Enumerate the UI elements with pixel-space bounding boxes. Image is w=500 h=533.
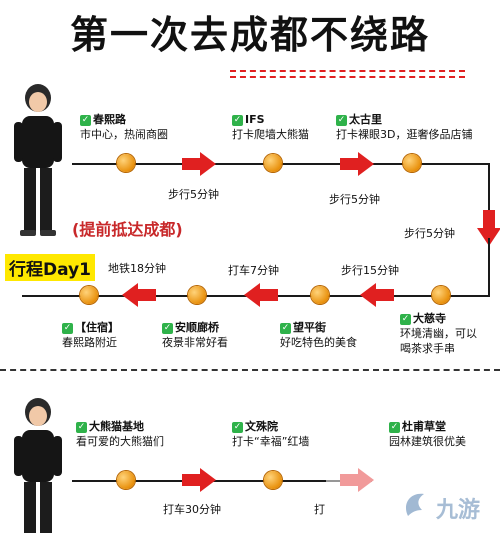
arrow-left-icon — [360, 283, 394, 307]
spot-anshun-bridge: ✓安顺廊桥 夜景非常好看 — [162, 321, 228, 349]
spot-daci-temple: ✓大慈寺 环境清幽，可以 喝茶求手串 — [400, 312, 477, 355]
step-label: 步行15分钟 — [341, 264, 399, 277]
title-underline-2 — [230, 76, 465, 78]
stop-dot — [117, 154, 135, 172]
step-label: 步行5分钟 — [168, 188, 219, 201]
stop-dot — [311, 286, 329, 304]
step-label: 打车30分钟 — [163, 503, 221, 516]
person-illustration — [14, 398, 62, 533]
step-label: 步行5分钟 — [404, 227, 455, 240]
arrow-right-icon — [182, 152, 216, 176]
step-label: 地铁18分钟 — [108, 262, 166, 275]
check-icon: ✓ — [62, 322, 73, 334]
arrow-left-icon — [244, 283, 278, 307]
person-illustration — [14, 84, 62, 236]
day-label: 行程Day1 — [5, 254, 95, 281]
arrow-left-icon — [122, 283, 156, 307]
check-icon: ✓ — [162, 322, 173, 334]
step-label: 打 — [314, 503, 325, 516]
stop-dot — [117, 471, 135, 489]
stop-dot — [403, 154, 421, 172]
stop-dot — [80, 286, 98, 304]
check-icon: ✓ — [80, 114, 91, 126]
route-connector — [488, 163, 490, 238]
stop-dot — [432, 286, 450, 304]
jiuyou-logo-icon — [405, 493, 424, 516]
spot-ifs: ✓IFS 打卡爬墙大熊猫 — [232, 113, 309, 141]
check-icon: ✓ — [336, 114, 347, 126]
arrow-right-icon — [182, 468, 216, 492]
check-icon: ✓ — [400, 313, 411, 325]
stop-dot — [264, 154, 282, 172]
spot-taikoo-li: ✓太古里 打卡裸眼3D，逛奢侈品店铺 — [336, 113, 473, 141]
step-label: 步行5分钟 — [329, 193, 380, 206]
watermark-text: 九游 — [436, 498, 481, 523]
page-title: 第一次去成都不绕路 — [69, 13, 430, 57]
spot-panda-base: ✓大熊猫基地 看可爱的大熊猫们 — [76, 420, 164, 448]
check-icon: ✓ — [232, 421, 243, 433]
stop-dot — [264, 471, 282, 489]
spot-lodging: ✓【住宿】 春熙路附近 — [62, 321, 119, 349]
spot-wenshu-temple: ✓文殊院 打卡“幸福”红墙 — [232, 420, 310, 448]
title-underline — [230, 70, 465, 72]
spot-wangping-street: ✓望平街 好吃特色的美食 — [280, 321, 357, 349]
check-icon: ✓ — [232, 114, 243, 126]
arrival-note: (提前抵达成都) — [72, 220, 183, 239]
stop-dot — [188, 286, 206, 304]
route-line-3 — [72, 480, 372, 482]
route-connector-2 — [488, 238, 490, 296]
spot-dufu-cottage: ✓杜甫草堂 园林建筑很优美 — [389, 420, 466, 448]
step-label: 打车7分钟 — [228, 264, 279, 277]
arrow-right-icon — [340, 152, 374, 176]
check-icon: ✓ — [389, 421, 400, 433]
spot-chunxi-road: ✓春熙路 市中心，热闹商圈 — [80, 113, 168, 141]
arrow-down-icon — [477, 210, 500, 246]
check-icon: ✓ — [280, 322, 291, 334]
check-icon: ✓ — [76, 421, 87, 433]
section-divider — [0, 369, 500, 371]
